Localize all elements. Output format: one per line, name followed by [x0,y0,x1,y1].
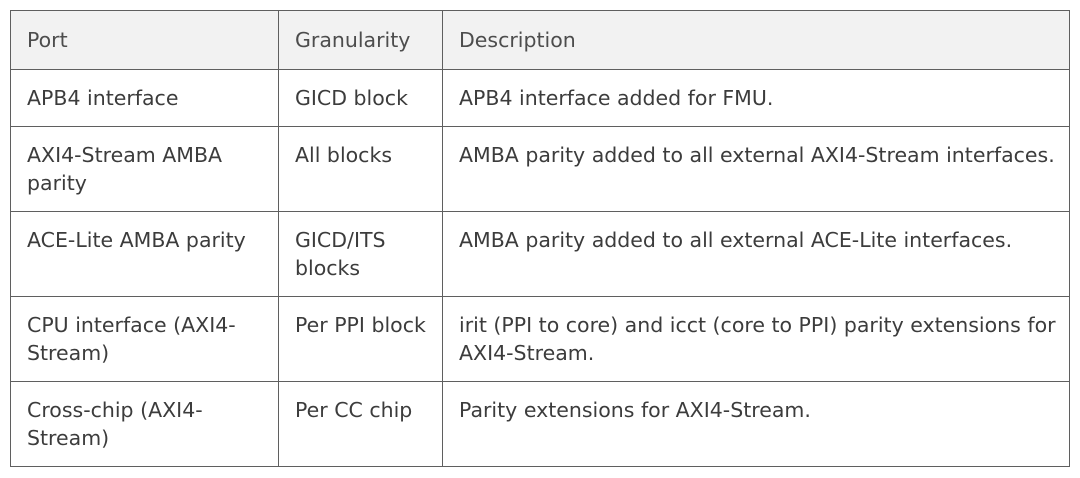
table-row: CPU interface (AXI4-Stream) Per PPI bloc… [10,296,1070,382]
header-port: Port [10,10,279,70]
table-row: Cross-chip (AXI4-Stream) Per CC chip Par… [10,381,1070,467]
header-description: Description [442,10,1070,70]
cell-description: Parity extensions for AXI4-Stream. [442,381,1070,467]
cell-granularity: GICD/ITS blocks [278,211,443,297]
cell-description: irit (PPI to core) and icct (core to PPI… [442,296,1070,382]
cell-port: Cross-chip (AXI4-Stream) [10,381,279,467]
table-row: APB4 interface GICD block APB4 interface… [10,69,1070,127]
cell-port: CPU interface (AXI4-Stream) [10,296,279,382]
cell-description: AMBA parity added to all external ACE-Li… [442,211,1070,297]
cell-port: AXI4-Stream AMBA parity [10,126,279,212]
cell-granularity: GICD block [278,69,443,127]
cell-granularity: All blocks [278,126,443,212]
cell-port: ACE-Lite AMBA parity [10,211,279,297]
cell-granularity: Per CC chip [278,381,443,467]
header-row: Port Granularity Description [10,10,1070,70]
table-body: APB4 interface GICD block APB4 interface… [10,69,1070,467]
cell-description: AMBA parity added to all external AXI4-S… [442,126,1070,212]
parity-table: Port Granularity Description APB4 interf… [10,10,1070,467]
parity-table-container: Port Granularity Description APB4 interf… [10,10,1070,467]
table-row: AXI4-Stream AMBA parity All blocks AMBA … [10,126,1070,212]
table-header: Port Granularity Description [10,10,1070,70]
cell-description: APB4 interface added for FMU. [442,69,1070,127]
header-granularity: Granularity [278,10,443,70]
cell-port: APB4 interface [10,69,279,127]
table-row: ACE-Lite AMBA parity GICD/ITS blocks AMB… [10,211,1070,297]
cell-granularity: Per PPI block [278,296,443,382]
